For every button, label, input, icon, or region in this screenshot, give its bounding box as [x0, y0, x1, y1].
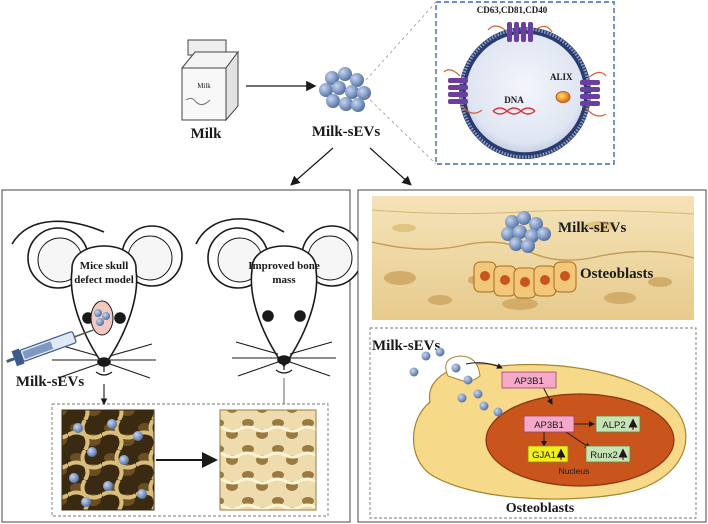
ap3b1-box-a: AP3B1 [501, 371, 557, 389]
tissue-cell-label: Osteoblasts [580, 266, 654, 282]
milk-carton-icon: Milk [180, 39, 239, 122]
mouse-improved-bone-icon [195, 218, 363, 377]
to-runx2-arrow [565, 431, 591, 449]
alp2-box: ALP2 [595, 415, 641, 433]
sev-cluster-icon [319, 67, 371, 112]
alix-protein-icon [555, 91, 571, 103]
arrow-to-right-panel [369, 147, 412, 186]
nucleus-label: Nucleus [559, 466, 590, 476]
milk-carton-text: Milk [197, 82, 211, 90]
tetraspanin-top-icon [487, 22, 553, 42]
svg-text:AP3B1: AP3B1 [534, 420, 564, 431]
uptake-arrow [465, 362, 503, 369]
svg-text:GJA1: GJA1 [532, 450, 556, 461]
syringe-icon [6, 329, 94, 367]
mouse2-label-line2: mass [272, 274, 296, 286]
mouse1-label-line2: defect model [74, 274, 134, 286]
ap3b1-box-b: AP3B1 [523, 415, 575, 433]
milk-label: Milk [191, 126, 222, 142]
sev-label: Milk-sEVs [312, 124, 381, 140]
tetraspanin-left-icon [443, 69, 483, 114]
svg-text:AP3B1: AP3B1 [514, 376, 544, 387]
arrow-to-left-panel [290, 147, 334, 186]
zoom-connector-bottom [365, 95, 437, 165]
cell-label: Osteoblasts [506, 501, 575, 516]
vesicle-diagram [443, 22, 607, 159]
tissue-sev-cluster-icon [501, 211, 551, 253]
tetraspanin-right-icon [580, 71, 607, 117]
bone-sev-dots [69, 419, 147, 507]
injection-label: Milk-sEVs [16, 374, 85, 390]
dna-strand-icon [492, 107, 536, 115]
svg-text:Runx2: Runx2 [590, 450, 617, 461]
markers-label: CD63,CD81,CD40 [477, 5, 548, 15]
osteoblast-cells-icon [473, 261, 577, 299]
svg-text:ALP2: ALP2 [602, 420, 625, 431]
mouse-skull-defect-icon [11, 220, 183, 379]
alix-label: ALIX [550, 72, 573, 82]
gja1-box: GJA1 [527, 445, 569, 463]
cell-sev-dots [409, 347, 503, 417]
mouse1-label-line1: Mice skull [80, 260, 129, 272]
cell-sev-label: Milk-sEVs [372, 338, 441, 354]
zoom-connector-top [365, 1, 437, 81]
bone-tissue-scene [371, 196, 695, 320]
mouse2-label-line1: Improved bone [248, 260, 320, 272]
improved-bone-image [219, 409, 317, 511]
tissue-sev-label: Milk-sEVs [558, 220, 627, 236]
dna-label: DNA [504, 95, 524, 105]
runx2-box: Runx2 [585, 445, 631, 463]
